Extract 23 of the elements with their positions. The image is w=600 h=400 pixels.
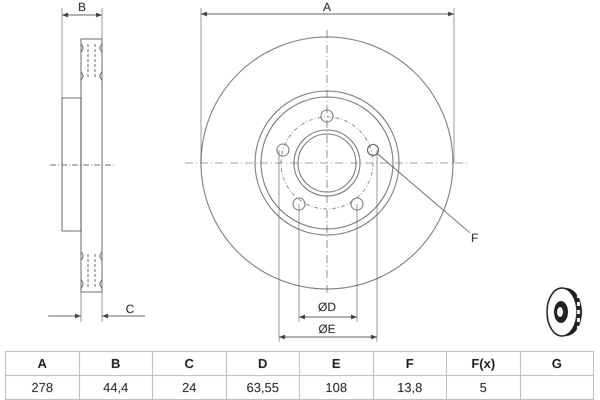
bolt-hole [367, 144, 379, 156]
callout-letter: F [470, 231, 480, 245]
value-cell: 13,8 [374, 376, 447, 400]
header-cell: D [226, 352, 300, 376]
value-cell: 108 [300, 376, 374, 400]
header-cell: C [153, 352, 226, 376]
header-cell: F [374, 352, 447, 376]
dimension-label: ØD [318, 300, 336, 314]
value-cell: 24 [153, 376, 226, 400]
dimension-label: B [78, 0, 86, 14]
value-cell: 44,4 [80, 376, 153, 400]
header-cell: G [520, 352, 594, 376]
value-cell: 5 [447, 376, 520, 400]
dimension-label: A [323, 0, 331, 14]
header-cell: E [300, 352, 374, 376]
leader-line [377, 154, 470, 234]
header-cell: B [80, 352, 153, 376]
dimension-label: C [126, 302, 134, 316]
dimension-label: ØE [318, 322, 336, 336]
value-cell: 63,55 [226, 376, 300, 400]
header-cell: F(x) [447, 352, 520, 376]
value-cell: 278 [6, 376, 80, 400]
header-cell: A [6, 352, 80, 376]
